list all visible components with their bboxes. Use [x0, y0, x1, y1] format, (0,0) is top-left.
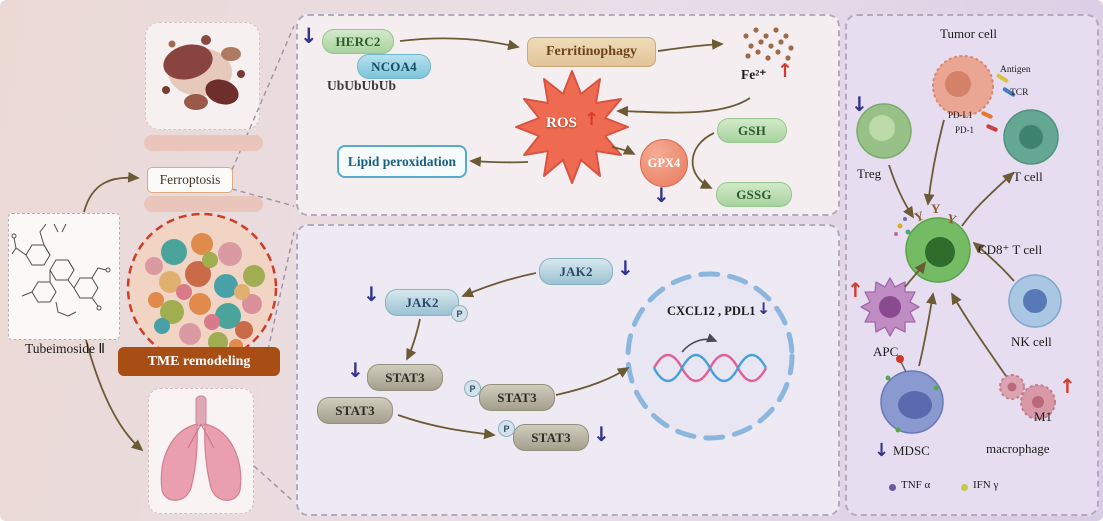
ferroptosis-label: Ferroptosis [147, 167, 233, 193]
ubiquitin-chain-label: UbUbUbUb [327, 78, 397, 93]
p-stat3-down-arrow-icon: ↓ [593, 422, 610, 446]
antibody-icon: Y [912, 207, 926, 224]
stat3-down-arrow-icon: ↓ [347, 358, 364, 382]
compound-label: Tubeimoside Ⅱ [24, 341, 106, 356]
p-stat3-node: STAT3 [479, 384, 555, 411]
antibody-icon: Y [931, 201, 941, 216]
tme-remodeling-label: TME remodeling [118, 347, 280, 376]
treg-down-arrow-icon: ↓ [851, 92, 868, 116]
macrophage-label: macrophage [986, 441, 1050, 456]
pd-l1-label: PD-L1 [948, 110, 973, 120]
panel-connector-lines [231, 25, 295, 503]
phospho-badge: P [498, 420, 515, 437]
mdsc-label: MDSC [893, 443, 930, 458]
ifn-legend-label: IFN γ [973, 479, 999, 491]
apc-up-arrow-icon: ↑ [847, 278, 864, 302]
phospho-badge: P [451, 305, 468, 322]
m1-label: M1 [1034, 409, 1053, 424]
antigen-label: Antigen [1000, 65, 1031, 75]
jak2-down-arrow-icon: ↓ [617, 256, 634, 280]
gsh-node: GSH [717, 118, 787, 143]
membrane-graphic [144, 135, 266, 212]
ncoa4-node: NCOA4 [357, 54, 431, 79]
treg-label: Treg [857, 166, 882, 181]
lungs-graphic [160, 395, 242, 501]
ros-star-graphic [515, 70, 629, 184]
nucleus-graphic [625, 271, 795, 441]
m1-up-arrow-icon: ↑ [1059, 374, 1076, 398]
jak2-node: JAK2 [539, 258, 613, 285]
immune-cells-graphic: Y Y Y [856, 55, 1062, 434]
target-genes-down-arrow-icon: ↓ [757, 299, 771, 318]
stat3-node: STAT3 [367, 364, 443, 391]
tnf-dot-icon [889, 484, 896, 491]
gpx4-down-arrow-icon: ↓ [653, 183, 670, 207]
antibody-icon: Y [945, 210, 959, 227]
tumor-mass-graphic [126, 212, 278, 364]
iron-ions-graphic [743, 27, 794, 61]
tcr-label: TCR [1010, 88, 1029, 98]
t-cell-label: T cell [1013, 169, 1043, 184]
gpx4-node: GPX4 [640, 139, 688, 187]
transcription-arrow [681, 333, 718, 353]
pd-1-label: PD-1 [955, 125, 975, 135]
ros-up-arrow-icon: ↑ [584, 109, 600, 130]
ferritinophagy-node: Ferritinophagy [527, 37, 656, 67]
jak2-left-down-arrow-icon: ↓ [363, 282, 380, 306]
fe2-label: Fe²⁺ [741, 67, 767, 82]
tcr-graphic [1002, 87, 1016, 97]
cd8-t-cell-label: CD8⁺ T cell [978, 242, 1043, 257]
mdsc-down-arrow-icon: ↓ [874, 440, 890, 461]
p-stat3-node: STAT3 [513, 424, 589, 451]
antigen-graphic [996, 73, 1009, 83]
gssg-node: GSSG [716, 182, 792, 207]
jak2-phospho-node: JAK2 [385, 289, 459, 316]
fe2-up-arrow-icon: ↑ [777, 60, 793, 82]
tumor-cell-label: Tumor cell [940, 26, 997, 41]
herc2-down-arrow-icon: ↓ [300, 24, 318, 48]
flow-arrows [83, 37, 1015, 452]
nucleus-target-genes-label: CXCL12 , PDL1 [667, 304, 756, 318]
nk-cell-label: NK cell [1011, 334, 1052, 349]
lipid-peroxidation-node: Lipid peroxidation [337, 145, 467, 178]
pd-1-graphic [986, 124, 998, 132]
dna-strand-blue [652, 353, 768, 383]
chemical-structure-box [8, 213, 120, 340]
apc-label: APC [873, 344, 899, 359]
chemical-structure-graphic [11, 223, 111, 317]
ifn-dot-icon [961, 484, 968, 491]
dying-cell-graphic [162, 35, 245, 110]
ros-label: ROS [546, 115, 577, 131]
phospho-badge: P [464, 380, 481, 397]
tnf-legend-label: TNF α [901, 479, 931, 491]
pd-l1-graphic [981, 111, 993, 119]
stat3-node: STAT3 [317, 397, 393, 424]
herc2-node: HERC2 [322, 29, 394, 54]
